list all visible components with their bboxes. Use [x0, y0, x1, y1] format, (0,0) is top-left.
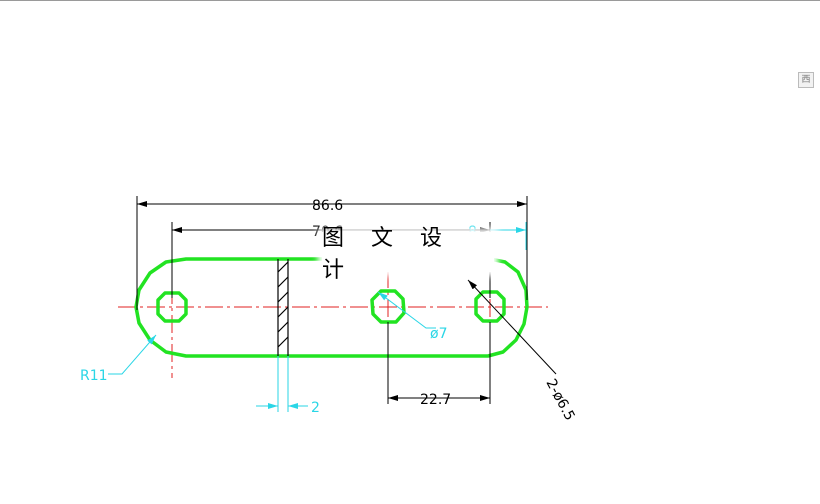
left-hole [156, 291, 188, 323]
right-hole [474, 290, 506, 323]
part-outline [134, 257, 529, 358]
dimension-lines [136, 196, 557, 404]
dim-end-holes-dia: 2-ø6.5 [542, 376, 577, 423]
middle-hole [370, 289, 406, 324]
dim-hole-spacing: 22.7 [420, 392, 451, 408]
dim-overall-length: 86.6 [312, 198, 343, 214]
dim-center-hole-dia: ø7 [430, 326, 447, 342]
section-hatch [277, 259, 289, 356]
window-top-border [0, 0, 820, 1]
side-panel-button[interactable]: 西 [798, 72, 814, 88]
watermark-label: 图 文 设 计 [322, 226, 494, 283]
body-outline [134, 257, 529, 358]
dim-end-radius: R11 [80, 368, 108, 384]
annotation-lines [108, 222, 527, 412]
dim-wall-thickness: 2 [311, 400, 320, 416]
